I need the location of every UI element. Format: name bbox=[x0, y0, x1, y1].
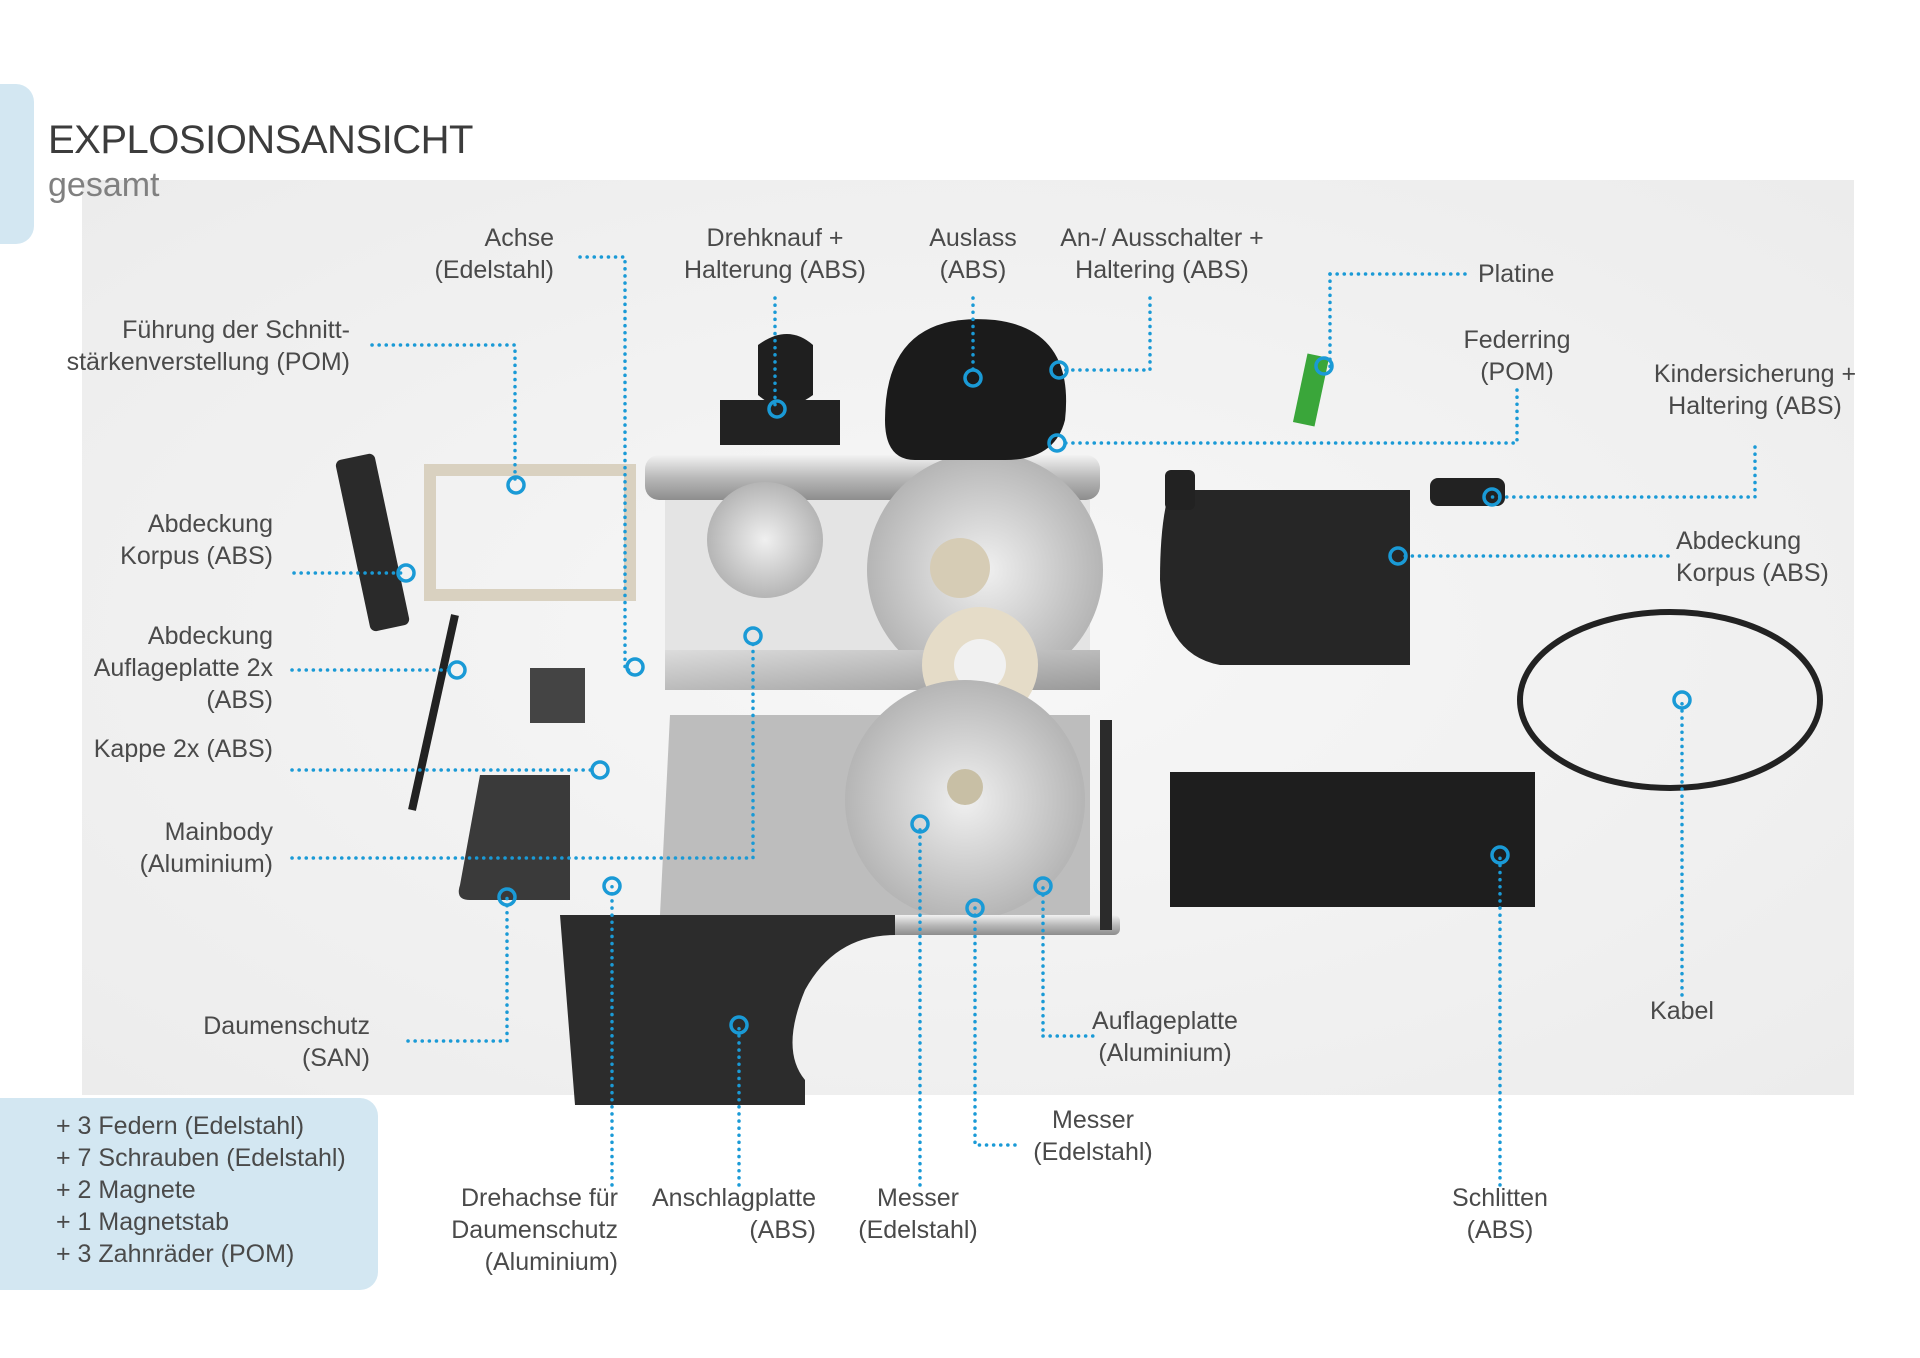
label-auslass: Auslass(ABS) bbox=[929, 224, 1017, 284]
schlitten-part bbox=[1170, 772, 1535, 907]
thumbguard-part bbox=[458, 775, 570, 900]
leader-messer-right bbox=[973, 906, 1024, 1147]
anschlagplatte-part bbox=[560, 915, 895, 1105]
ring-daumenschutz bbox=[497, 887, 517, 907]
ring-achse bbox=[625, 657, 645, 677]
label-daumenschutz: Daumenschutz(SAN) bbox=[203, 1012, 370, 1072]
label-auflageplatte: Auflageplatte(Aluminium) bbox=[1092, 1007, 1238, 1067]
label-achse: Achse(Edelstahl) bbox=[434, 224, 555, 284]
blade-hub bbox=[947, 769, 983, 805]
drehknauf-part bbox=[758, 334, 813, 406]
extras-item: + 7 Schrauben (Edelstahl) bbox=[56, 1144, 346, 1172]
parts bbox=[335, 319, 1823, 1105]
leader-lines bbox=[290, 255, 1757, 1187]
ring-korpus-right bbox=[1388, 546, 1408, 566]
cover-right-part bbox=[1160, 490, 1410, 665]
ring-kindersicherung bbox=[1482, 487, 1502, 507]
cable-part bbox=[1517, 609, 1823, 791]
ring-mainbody bbox=[743, 626, 763, 646]
guide-frame-part bbox=[424, 464, 636, 601]
gear-ring-hole bbox=[954, 639, 1006, 691]
left-rod-part bbox=[408, 614, 459, 811]
label-drehknauf: Drehknauf +Halterung (ABS) bbox=[683, 224, 867, 284]
drehknauf-holder bbox=[720, 400, 840, 445]
extras-item: + 1 Magnetstab bbox=[56, 1208, 230, 1236]
side-tab bbox=[0, 84, 34, 244]
ring-fuehrung bbox=[506, 475, 526, 495]
page-title: EXPLOSIONSANSICHT bbox=[48, 118, 473, 162]
ring-kappe bbox=[590, 760, 610, 780]
ring-anschlagplatte bbox=[729, 1015, 749, 1035]
ring-schlitten bbox=[1490, 845, 1510, 865]
platine-part bbox=[1292, 353, 1330, 427]
ring-auflageplatte-cover bbox=[447, 660, 467, 680]
auslass-part bbox=[885, 319, 1067, 460]
leader-kindersicherung bbox=[1488, 445, 1757, 499]
ring-schalter bbox=[1049, 360, 1069, 380]
left-cover-part bbox=[335, 453, 410, 632]
small-knob-part bbox=[1165, 470, 1195, 510]
ring-drehachse bbox=[602, 876, 622, 896]
kindersicherung-part bbox=[1430, 478, 1505, 506]
leader-schalter bbox=[1061, 296, 1152, 372]
label-schlitten: Schlitten(ABS) bbox=[1452, 1184, 1548, 1244]
leader-fuehrung bbox=[370, 343, 517, 484]
ring-auflageplatte bbox=[1033, 876, 1053, 896]
ring-drehknauf bbox=[767, 399, 787, 419]
ring-auslass bbox=[963, 368, 983, 388]
label-schalter: An-/ Ausschalter +Haltering (ABS) bbox=[1060, 224, 1264, 284]
ring-platine bbox=[1314, 356, 1334, 376]
extras-list: + 3 Federn (Edelstahl) + 7 Schrauben (Ed… bbox=[56, 1110, 346, 1270]
callout-rings bbox=[396, 356, 1692, 1035]
leader-achse bbox=[578, 255, 635, 672]
label-kappe: Kappe 2x (ABS) bbox=[93, 735, 273, 763]
label-kindersicherung: Kindersicherung +Haltering (ABS) bbox=[1653, 360, 1857, 420]
gear-upper bbox=[930, 538, 990, 598]
extras-item: + 3 Zahnräder (POM) bbox=[56, 1240, 295, 1268]
ring-messer-right bbox=[965, 898, 985, 918]
ring-korpus-left bbox=[396, 563, 416, 583]
label-messer-bottom: Messer(Edelstahl) bbox=[858, 1184, 978, 1244]
leader-federring bbox=[1058, 388, 1519, 445]
ring-federring bbox=[1047, 433, 1067, 453]
label-mainbody: Mainbody(Aluminium) bbox=[139, 818, 273, 878]
leader-daumenschutz bbox=[406, 895, 509, 1043]
label-federring: Federring(POM) bbox=[1463, 326, 1571, 386]
base-rail bbox=[880, 915, 1120, 935]
label-anschlagplatte: Anschlagplatte(ABS) bbox=[651, 1184, 816, 1244]
extras-item: + 2 Magnete bbox=[56, 1176, 196, 1204]
leader-mainbody bbox=[290, 636, 755, 860]
label-messer-right: Messer(Edelstahl) bbox=[1033, 1106, 1153, 1166]
label-platine: Platine bbox=[1478, 260, 1555, 288]
small-disc-upper bbox=[707, 482, 823, 598]
label-kabel: Kabel bbox=[1650, 997, 1714, 1025]
extras-panel bbox=[0, 1098, 378, 1290]
ring-messer-bottom bbox=[910, 814, 930, 834]
label-fuehrung: Führung der Schnitt-stärkenverstellung (… bbox=[66, 316, 350, 376]
ring-kabel bbox=[1672, 690, 1692, 710]
right-bar-part bbox=[1100, 720, 1112, 930]
page-subtitle: gesamt bbox=[48, 166, 160, 204]
cap-part bbox=[530, 668, 585, 723]
extras-item: + 3 Federn (Edelstahl) bbox=[56, 1112, 305, 1140]
